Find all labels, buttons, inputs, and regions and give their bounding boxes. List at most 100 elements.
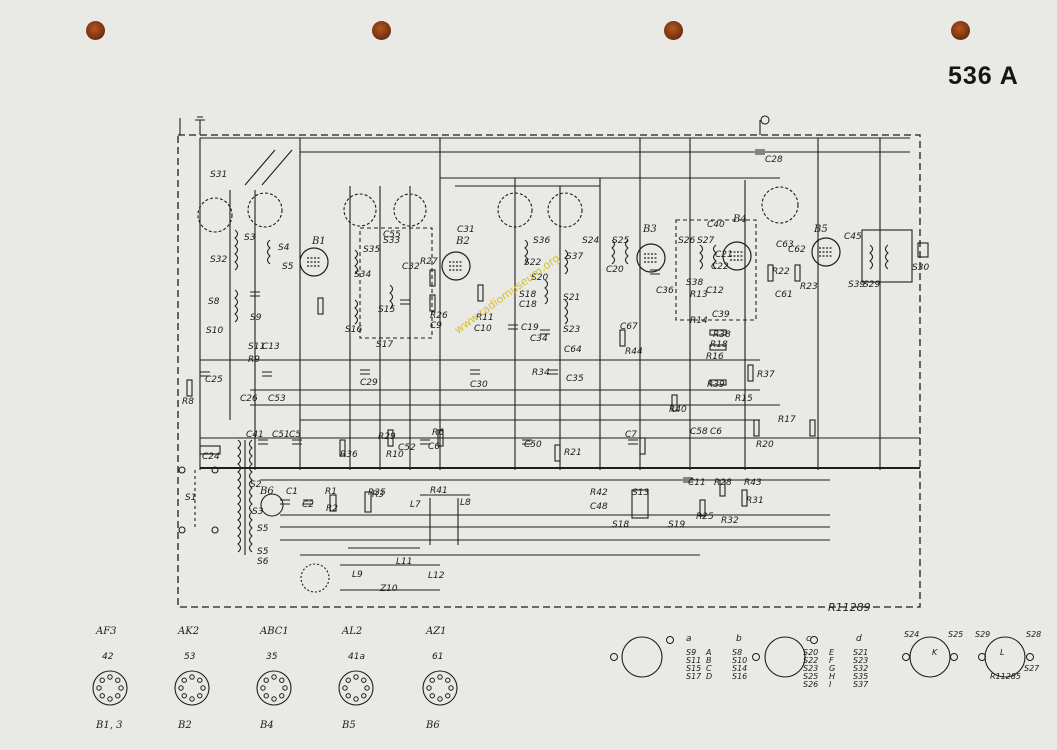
legend-pin-label: 41a (348, 652, 365, 662)
component-label: R32 (721, 516, 739, 526)
tube-envelope (636, 243, 666, 273)
component-label: S37 (566, 252, 584, 262)
component-label: S19 (668, 520, 686, 530)
component-label: S39 (848, 280, 866, 290)
component-label: R2 (326, 504, 338, 514)
legend-pin-label: 53 (184, 652, 196, 662)
component-label: R22 (772, 267, 790, 277)
component-label: C1 (286, 487, 299, 497)
component-label: L8 (460, 498, 471, 508)
component-label: R27 (420, 257, 438, 267)
tube-grid (449, 261, 463, 271)
component-label: S25 (612, 236, 630, 246)
legend-tube-name: AF3 (96, 626, 117, 637)
component-label: S18 (612, 520, 630, 530)
legend-tube-position: B2 (178, 720, 192, 731)
tube-base-icon (256, 670, 292, 706)
component-label: C35 (566, 374, 584, 384)
component-label: R42 (590, 488, 608, 498)
connector-pin (810, 636, 818, 644)
component-label: S22 (524, 258, 542, 268)
connector-label: S28 (1026, 630, 1042, 639)
component-label: R43 (744, 478, 762, 488)
tube-envelope (811, 237, 841, 267)
component-label: C67 (620, 322, 638, 332)
switch-table-cell: S10 (732, 656, 748, 665)
connector-pin (950, 653, 958, 661)
legend-tube-position: B5 (342, 720, 356, 731)
component-label: S1 (185, 493, 197, 503)
component-label: C53 (268, 394, 286, 404)
component-label: S4 (278, 243, 290, 253)
component-label: C36 (656, 286, 674, 296)
component-label: R15 (735, 394, 753, 404)
component-label: C7 (625, 430, 638, 440)
connector-circle (984, 636, 1026, 678)
component-label: C64 (564, 345, 582, 355)
component-label: C29 (360, 378, 378, 388)
component-label: S3 (244, 233, 256, 243)
legend-tube-name: AK2 (178, 626, 200, 637)
component-label: R31 (746, 496, 764, 506)
component-label: C39 (712, 310, 730, 320)
tube-label-b5: B5 (814, 224, 828, 235)
tube-grid (644, 253, 658, 263)
component-label: R18 (710, 340, 728, 350)
component-label: R3 (372, 490, 384, 500)
connector-circle (621, 636, 663, 678)
component-label: L11 (396, 557, 413, 567)
component-label: R36 (340, 450, 358, 460)
legend-tube-name: ABC1 (260, 626, 289, 637)
component-label: S8 (208, 297, 220, 307)
component-label: S31 (210, 170, 228, 180)
connector-label: S27 (1024, 664, 1040, 673)
component-label: L12 (428, 571, 445, 581)
component-label: C26 (240, 394, 258, 404)
connector-pin (666, 636, 674, 644)
tube-base-icon (422, 670, 458, 706)
component-label: C61 (775, 290, 793, 300)
component-label: S36 (533, 236, 551, 246)
switch-table-cell: S17 (686, 672, 702, 681)
switch-table-header: a (686, 634, 692, 644)
component-label: R23 (800, 282, 818, 292)
component-label: L9 (352, 570, 363, 580)
switch-table-cell: S37 (853, 680, 869, 689)
switch-table-cell: S25 (803, 672, 819, 681)
connector-circle (909, 636, 951, 678)
component-label: R25 (696, 512, 714, 522)
switch-table-cell: B (706, 656, 712, 665)
component-label: S35 (363, 245, 381, 255)
component-label: C34 (530, 334, 548, 344)
component-label: R11 (476, 313, 494, 323)
punch-hole (951, 21, 970, 40)
tube-label-b1: B1 (312, 236, 326, 247)
legend-pin-label: 42 (102, 652, 114, 662)
tube-grid (307, 257, 321, 267)
switch-table-cell: S35 (853, 672, 869, 681)
legend-pin-label: 61 (432, 652, 444, 662)
component-label: R21 (564, 448, 582, 458)
component-label: S27 (697, 236, 715, 246)
connector-label: S29 (975, 630, 991, 639)
component-label: C30 (470, 380, 488, 390)
connector-pin (902, 653, 910, 661)
component-label: C25 (205, 375, 223, 385)
component-label: C41 (246, 430, 264, 440)
component-label: R17 (778, 415, 796, 425)
switch-table-header: c (806, 634, 811, 644)
component-label: R8 (182, 397, 194, 407)
legend-tube-position: B6 (426, 720, 440, 731)
tube-label-b2: B2 (456, 236, 470, 247)
switch-table-cell: S23 (853, 656, 869, 665)
component-label: C19 (521, 323, 539, 333)
component-label: C32 (402, 262, 420, 272)
switch-table-cell: S22 (803, 656, 819, 665)
component-label: S23 (563, 325, 581, 335)
component-label: C18 (519, 300, 537, 310)
punch-hole (86, 21, 105, 40)
component-label: S33 (383, 236, 401, 246)
component-label: S17 (376, 340, 394, 350)
